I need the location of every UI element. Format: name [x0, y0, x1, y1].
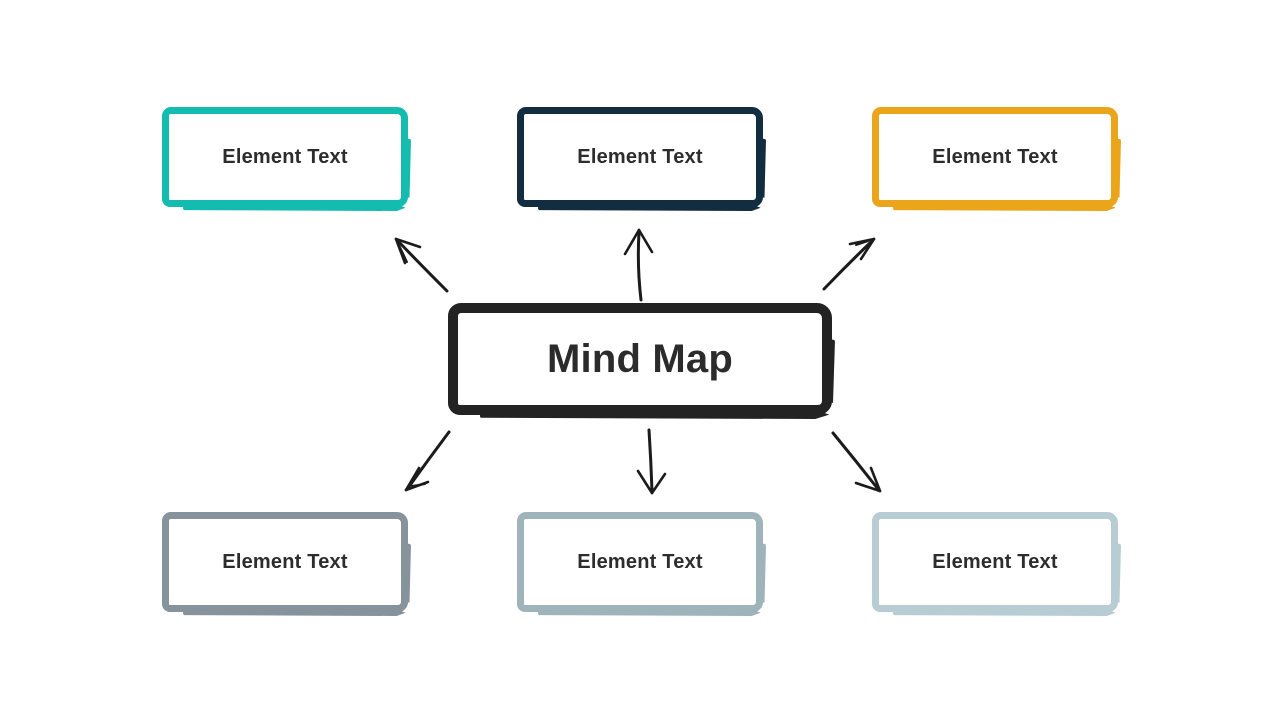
node-label: Element Text	[932, 550, 1058, 573]
node-bottom-right[interactable]: Element Text	[872, 512, 1118, 612]
node-top-center[interactable]: Element Text	[517, 107, 763, 207]
arrow-up-right-icon	[822, 237, 876, 291]
arrow-down-icon	[636, 428, 667, 495]
node-label: Element Text	[577, 145, 703, 168]
center-node-label: Mind Map	[546, 336, 733, 381]
node-bottom-center[interactable]: Element Text	[517, 512, 763, 612]
arrow-down-left-icon	[404, 430, 451, 492]
center-node-mind-map[interactable]: Mind Map	[448, 303, 832, 415]
node-label: Element Text	[222, 550, 348, 573]
arrow-down-right-icon	[831, 431, 882, 493]
node-label: Element Text	[577, 550, 703, 573]
arrow-up-left-icon	[394, 237, 449, 293]
node-label: Element Text	[222, 145, 348, 168]
arrow-up-icon	[623, 228, 654, 302]
node-top-left[interactable]: Element Text	[162, 107, 408, 207]
node-label: Element Text	[932, 145, 1058, 168]
node-bottom-left[interactable]: Element Text	[162, 512, 408, 612]
node-top-right[interactable]: Element Text	[872, 107, 1118, 207]
